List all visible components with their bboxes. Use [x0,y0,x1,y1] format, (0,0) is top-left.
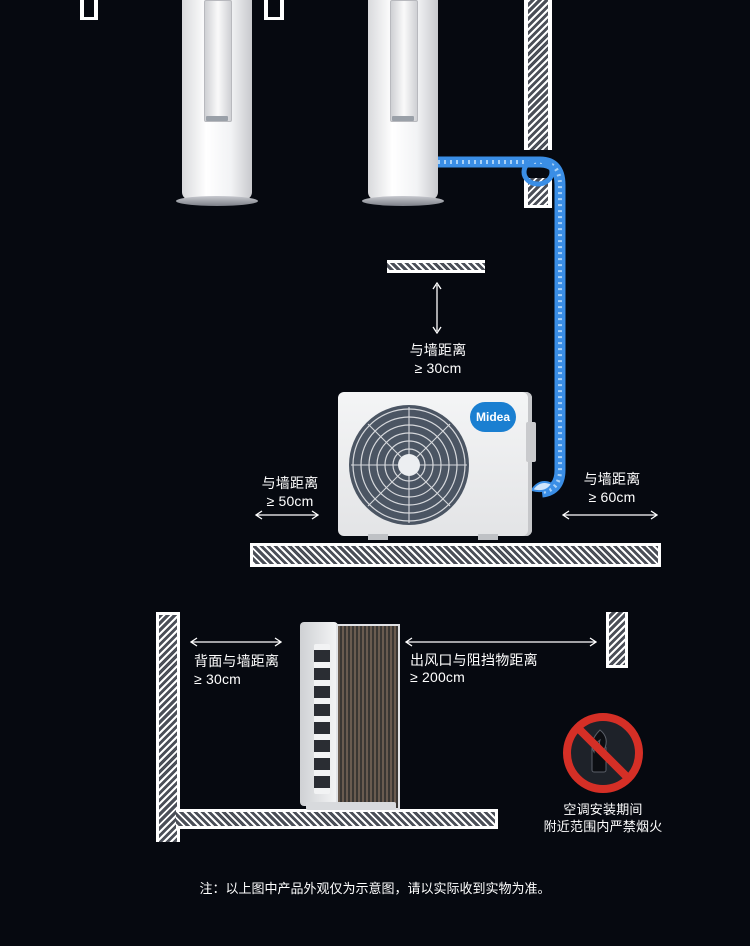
midea-logo: Midea [470,402,516,432]
floor-slab [176,809,498,829]
no-fire-icon [563,713,643,793]
outlet-clearance-value: ≥ 200cm [410,669,465,685]
top-clearance-arrow [432,282,442,334]
no-fire-line1: 空调安装期间 [563,802,643,817]
no-fire-line2: 附近范围内严禁烟火 [543,819,663,834]
back-clearance-arrow [190,637,282,647]
refrigerant-pipe [438,156,566,498]
right-clearance-arrow [562,510,658,520]
ground-slab [250,543,661,567]
back-clearance-value: ≥ 30cm [194,671,242,687]
top-middle-wall-stub [264,0,284,20]
top-left-wall-stub [80,0,98,20]
indoor-unit-left [176,0,258,206]
disclaimer-note: 注：以上图中产品外观仅为示意图，请以实际收到实物为准。 [199,881,551,896]
outdoor-unit-side [300,622,400,810]
left-clearance-label: 与墙距离 [261,475,319,491]
left-clearance-value: ≥ 50cm [266,493,314,509]
outdoor-unit-front: Midea [338,392,538,540]
fan-grille [349,405,469,525]
outlet-clearance-arrow [405,637,597,647]
top-clearance-value: ≥ 30cm [414,360,462,376]
top-clearance-shelf [387,260,485,273]
midea-logo-text: Midea [475,410,510,424]
outlet-clearance-label: 出风口与阻挡物距离 [410,652,538,668]
left-clearance-arrow [255,510,319,520]
top-clearance-label: 与墙距离 [409,342,467,358]
indoor-unit-right [362,0,444,206]
right-clearance-value: ≥ 60cm [588,489,636,505]
back-wall [156,612,180,842]
right-clearance-label: 与墙距离 [583,471,641,487]
back-clearance-label: 背面与墙距离 [194,653,280,669]
obstacle-wall [606,612,628,668]
